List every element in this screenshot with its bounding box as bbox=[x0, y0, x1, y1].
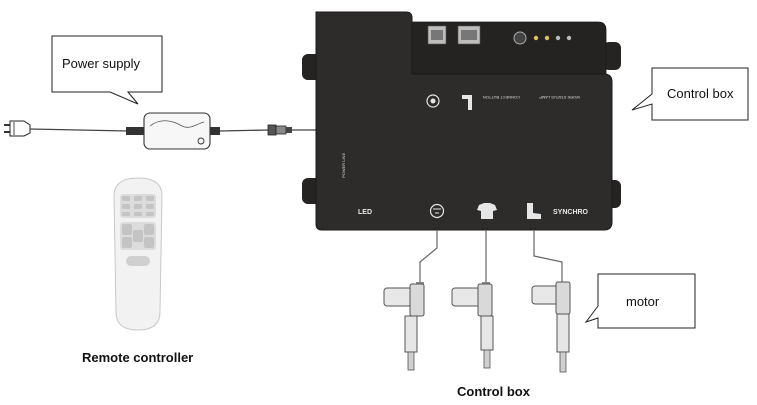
dc-cable bbox=[219, 129, 269, 132]
remote-controller-caption: Remote controller bbox=[82, 350, 193, 365]
motor-wires bbox=[419, 230, 563, 284]
power-plug bbox=[4, 120, 31, 137]
motor-2 bbox=[451, 282, 494, 369]
motor-3 bbox=[531, 281, 571, 373]
motor-callout: motor bbox=[584, 273, 696, 329]
power-supply-callout: Power supply bbox=[51, 35, 163, 105]
control-box-callout-label: Control box bbox=[667, 86, 734, 101]
head-icon bbox=[429, 203, 445, 219]
synchro-label: SYNCHRO bbox=[553, 209, 589, 216]
connect-button-label: CONNECT BUTTON bbox=[483, 95, 520, 100]
boot-icon bbox=[527, 203, 541, 219]
power-supply-label: Power supply bbox=[62, 56, 141, 71]
work-status-lamp-label: WORK STATUS LAMP bbox=[539, 95, 580, 100]
bracket-icon bbox=[462, 95, 472, 110]
lamp-icon bbox=[426, 94, 440, 108]
remote-controller bbox=[113, 177, 163, 331]
control-box bbox=[302, 11, 621, 231]
control-box-caption: Control box bbox=[457, 384, 531, 399]
led-label: LED bbox=[358, 209, 372, 216]
motor-1 bbox=[383, 282, 425, 371]
power-line-label: POWER LINE bbox=[341, 153, 346, 178]
motor-callout-label: motor bbox=[626, 294, 660, 309]
power-adapter bbox=[126, 112, 220, 150]
dc-connector bbox=[267, 124, 292, 136]
shirt-icon bbox=[477, 203, 497, 219]
ac-cable bbox=[29, 128, 129, 132]
control-box-callout: Control box bbox=[631, 67, 749, 121]
